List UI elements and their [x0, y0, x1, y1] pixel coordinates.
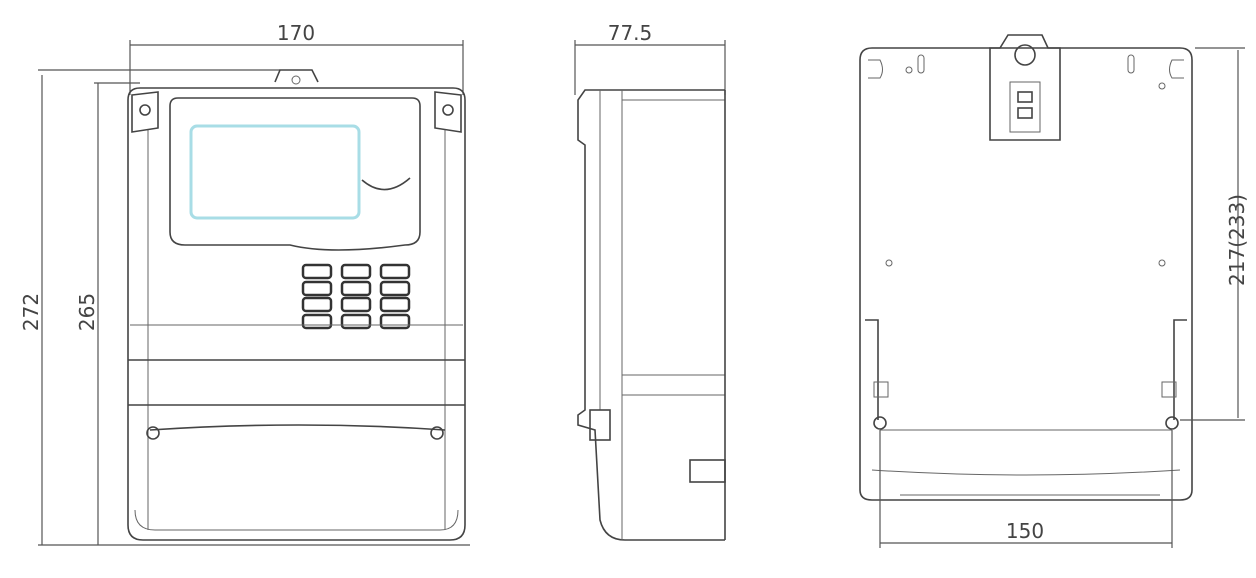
side-terminal: [689, 459, 726, 483]
screw-icon: [1165, 416, 1179, 430]
keypad-key: [301, 280, 333, 297]
screw-icon: [139, 104, 151, 116]
screw-icon: [430, 426, 444, 440]
keypad-key: [340, 263, 372, 280]
lcd-screen: [189, 124, 361, 220]
keypad-key: [379, 296, 411, 313]
body-height-dimension-label: 265: [75, 293, 99, 331]
corner-brackets: [131, 91, 462, 133]
mount-height-dimension-label: 217(233): [1225, 194, 1249, 286]
hanging-tab: [274, 69, 319, 83]
side-view: 77.5: [574, 21, 726, 541]
keypad-key: [340, 296, 372, 313]
indicator-arc: [361, 177, 411, 191]
screw-icon: [442, 104, 454, 116]
side-body: [577, 89, 725, 541]
screw-icon: [146, 426, 160, 440]
mount-width-dimension-label: 150: [1006, 519, 1044, 543]
front-view: 170 272 265: [19, 21, 470, 546]
terminal-cover-rails: [865, 319, 1187, 420]
keypad-key: [301, 313, 333, 330]
keypad-key: [301, 263, 333, 280]
back-plate: [859, 47, 1193, 501]
keypad-key: [379, 263, 411, 280]
width-dimension-label: 170: [277, 21, 315, 45]
keypad-key: [340, 280, 372, 297]
keypad-key: [379, 313, 411, 330]
terminal-cover: [128, 404, 465, 431]
keypad-key: [379, 280, 411, 297]
din-rail-bracket: [989, 34, 1061, 141]
total-height-dimension-label: 272: [19, 293, 43, 331]
back-view: 217(233) 150: [859, 34, 1249, 548]
screw-icon: [873, 416, 887, 430]
keypad-key: [301, 296, 333, 313]
depth-dimension-label: 77.5: [608, 21, 653, 45]
side-clip: [589, 409, 611, 441]
meter-body: [127, 87, 466, 541]
display-window: [169, 97, 421, 251]
keypad: [301, 263, 411, 330]
keypad-key: [340, 313, 372, 330]
